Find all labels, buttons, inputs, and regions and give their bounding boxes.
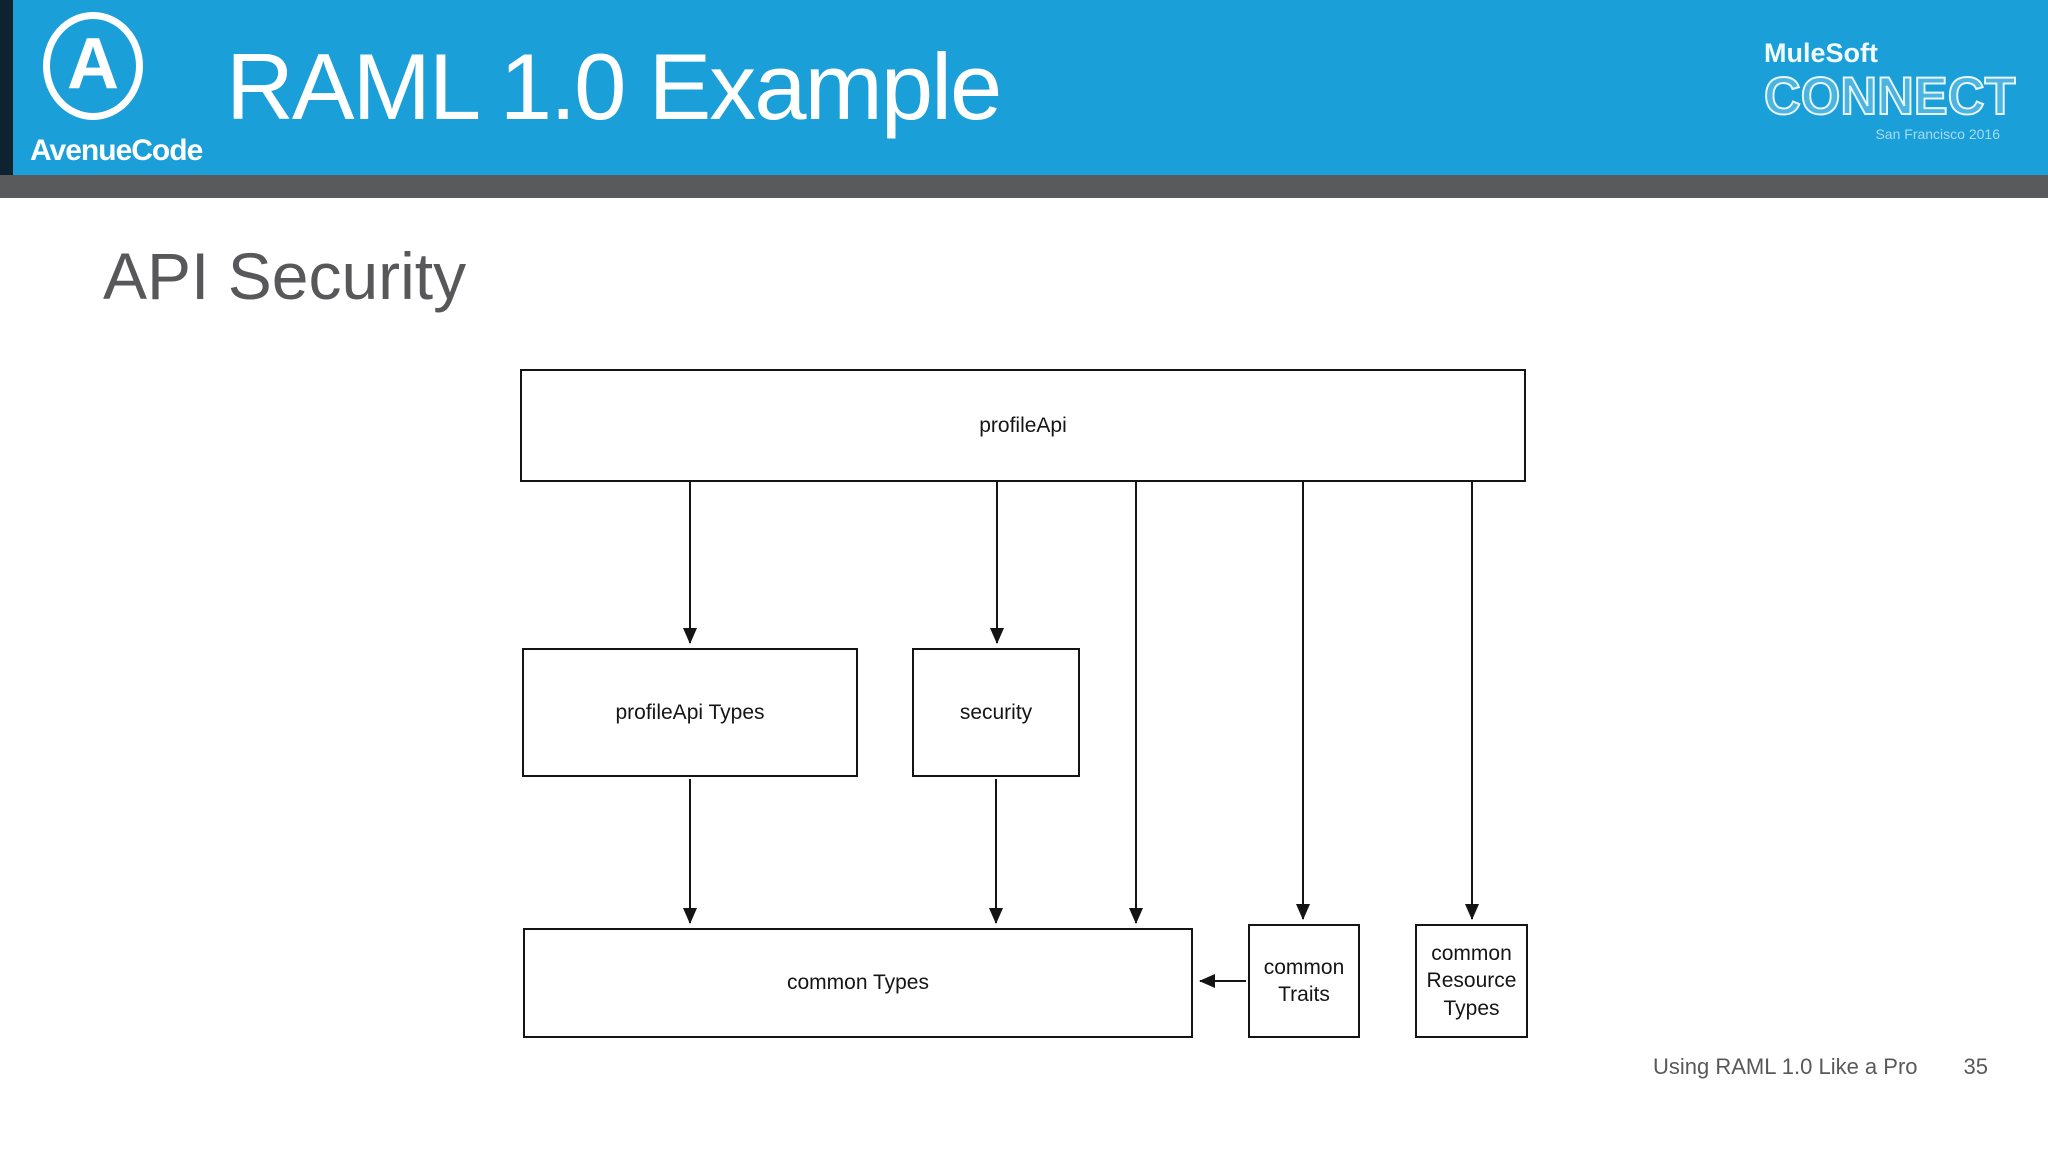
avenuecode-circle-icon: A <box>43 12 143 120</box>
node-profileApi: profileApi <box>520 369 1526 482</box>
slide-footer: Using RAML 1.0 Like a Pro 35 <box>1653 1054 1988 1080</box>
footer-page-number: 35 <box>1963 1054 1988 1079</box>
page-title: API Security <box>103 239 467 313</box>
connect-event-text: CONNECT <box>1763 67 2016 126</box>
node-profileApi-types: profileApi Types <box>522 648 858 777</box>
mulesoft-brand-text: MuleSoft <box>1764 38 1878 68</box>
connect-location-text: San Francisco 2016 <box>1875 126 2000 142</box>
mulesoft-connect-logo: MuleSoft CONNECT San Francisco 2016 <box>1763 38 2016 142</box>
slide-title: RAML 1.0 Example <box>226 34 1002 139</box>
node-common-traits: common Traits <box>1248 924 1360 1038</box>
avenuecode-brand-text: AvenueCode <box>30 134 203 167</box>
node-common-types: common Types <box>523 928 1193 1038</box>
header-left-edge-strip <box>0 0 13 175</box>
header-divider-bar <box>0 175 2048 198</box>
node-security: security <box>912 648 1080 777</box>
header-band: A AvenueCode RAML 1.0 Example MuleSoft C… <box>0 0 2048 175</box>
avenuecode-monogram: A <box>67 24 119 104</box>
footer-deck-title: Using RAML 1.0 Like a Pro <box>1652 1054 1918 1079</box>
node-common-resource-types: common Resource Types <box>1415 924 1528 1038</box>
avenuecode-logo: A AvenueCode <box>30 6 203 174</box>
